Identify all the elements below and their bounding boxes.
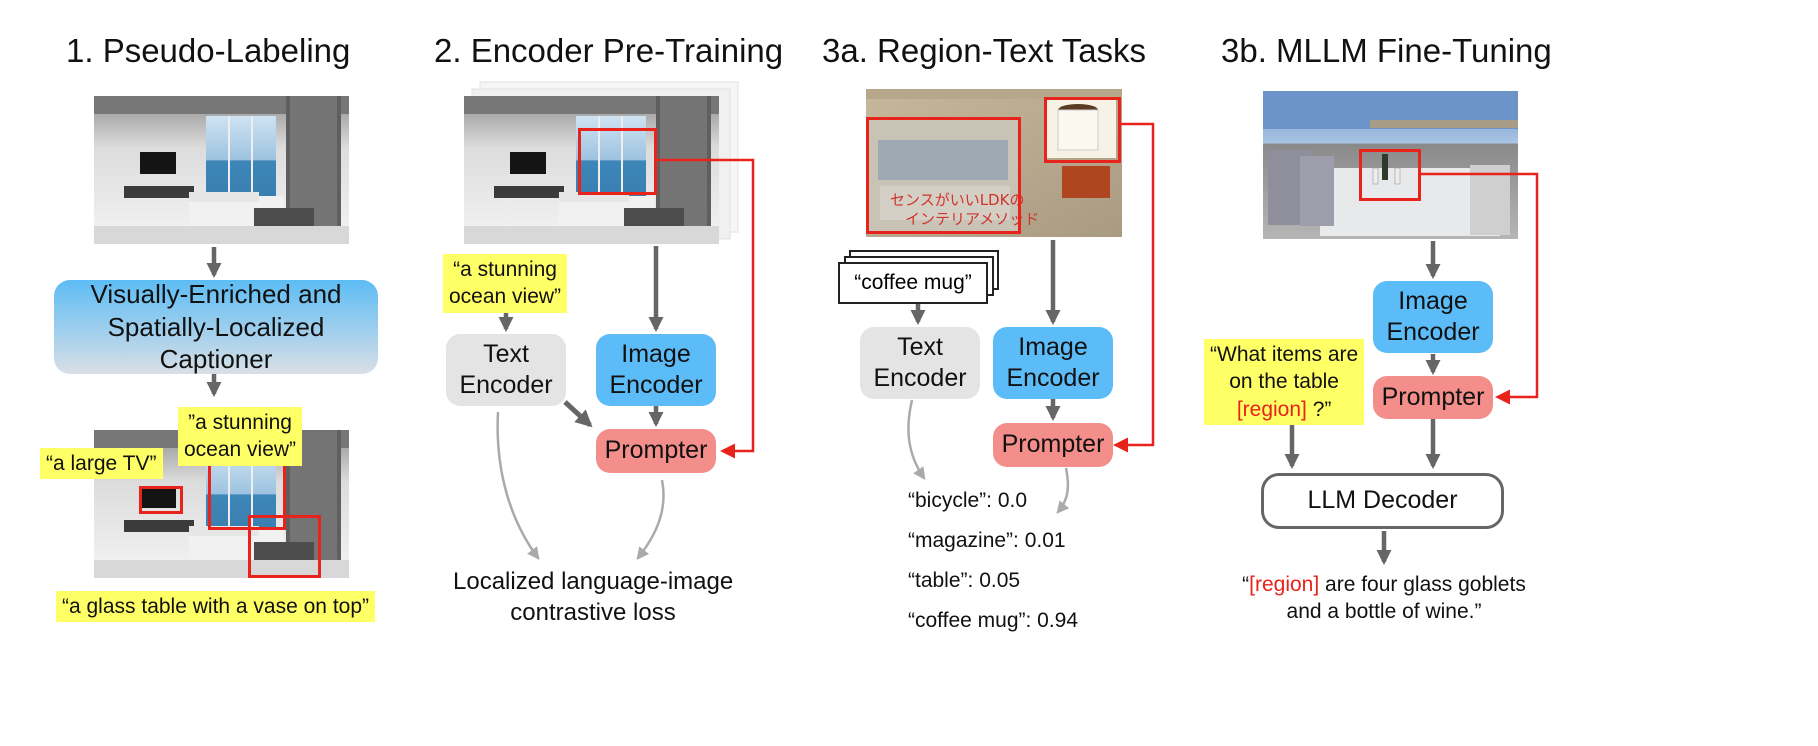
prompter-p2: Prompter xyxy=(596,429,716,473)
query-card-coffee-mug: “coffee mug” xyxy=(838,262,988,304)
panel3b-title: 3b. MLLM Fine-Tuning xyxy=(1221,32,1552,69)
prompter-p3b: Prompter xyxy=(1373,376,1493,419)
prompter-p3a: Prompter xyxy=(993,423,1113,467)
panel1-title: 1. Pseudo-Labeling xyxy=(66,32,351,69)
captioner-label-line1: Visually-Enriched and xyxy=(90,279,342,310)
region-box-magazine xyxy=(866,117,1021,234)
pseudo-label-tv: “a large TV” xyxy=(40,448,163,480)
region-token: [region] xyxy=(1236,397,1307,421)
region-box-mug xyxy=(1044,97,1121,163)
answer-region-token: [region] xyxy=(1249,573,1320,596)
region-box-tv xyxy=(139,486,183,514)
svg-text:センスがいいLDKの: センスがいいLDKの xyxy=(890,191,1024,209)
score-table: “table”: 0.05 xyxy=(908,569,1021,592)
score-bicycle: “bicycle”: 0.0 xyxy=(908,489,1028,512)
panel2-title: 2. Encoder Pre-Training xyxy=(434,32,784,69)
pseudo-label-table: “a glass table with a vase on top” xyxy=(56,591,376,623)
score-coffee-mug: “coffee mug”: 0.94 xyxy=(908,609,1079,632)
svg-text:インテリアメソッド: インテリアメソッド xyxy=(905,210,1039,228)
score-magazine: “magazine”: 0.01 xyxy=(908,529,1066,552)
captioner-label-line2: Spatially-Localized Captioner xyxy=(107,311,325,375)
llm-decoder: LLM Decoder xyxy=(1261,473,1504,529)
panel3a-title: 3a. Region-Text Tasks xyxy=(822,32,1147,69)
region-box-ocean-p2 xyxy=(578,128,657,195)
region-box-goblets xyxy=(1359,149,1421,201)
region-box-table xyxy=(248,515,321,578)
